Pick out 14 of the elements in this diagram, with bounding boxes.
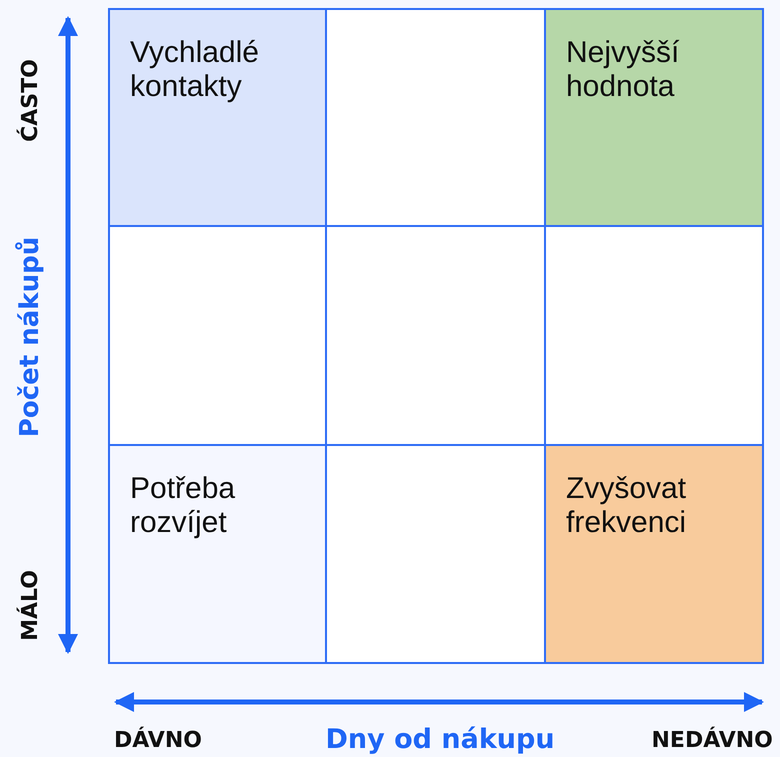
axis-end-label: ĆASTO bbox=[17, 58, 42, 142]
axis-title: Počet nákupů bbox=[15, 236, 46, 438]
axis-title: Dny od nákupu bbox=[326, 724, 555, 754]
quadrant-cell bbox=[544, 444, 764, 664]
cell-label: Vychladlé kontakty bbox=[130, 36, 260, 104]
axis-end-label: MÁLO bbox=[17, 570, 42, 640]
quadrant-cell bbox=[544, 8, 764, 227]
quadrant-cell bbox=[108, 444, 327, 664]
cell-label: Zvyšovat frekvenci bbox=[566, 472, 688, 540]
cell-label: Nejvyšší hodnota bbox=[566, 36, 680, 104]
axis-end-label: DÁVNO bbox=[114, 728, 202, 752]
axis-end-label: NEDÁVNO bbox=[652, 728, 773, 752]
quadrant-cell bbox=[108, 8, 327, 227]
cell-label: Potřeba rozvíjet bbox=[130, 472, 236, 540]
